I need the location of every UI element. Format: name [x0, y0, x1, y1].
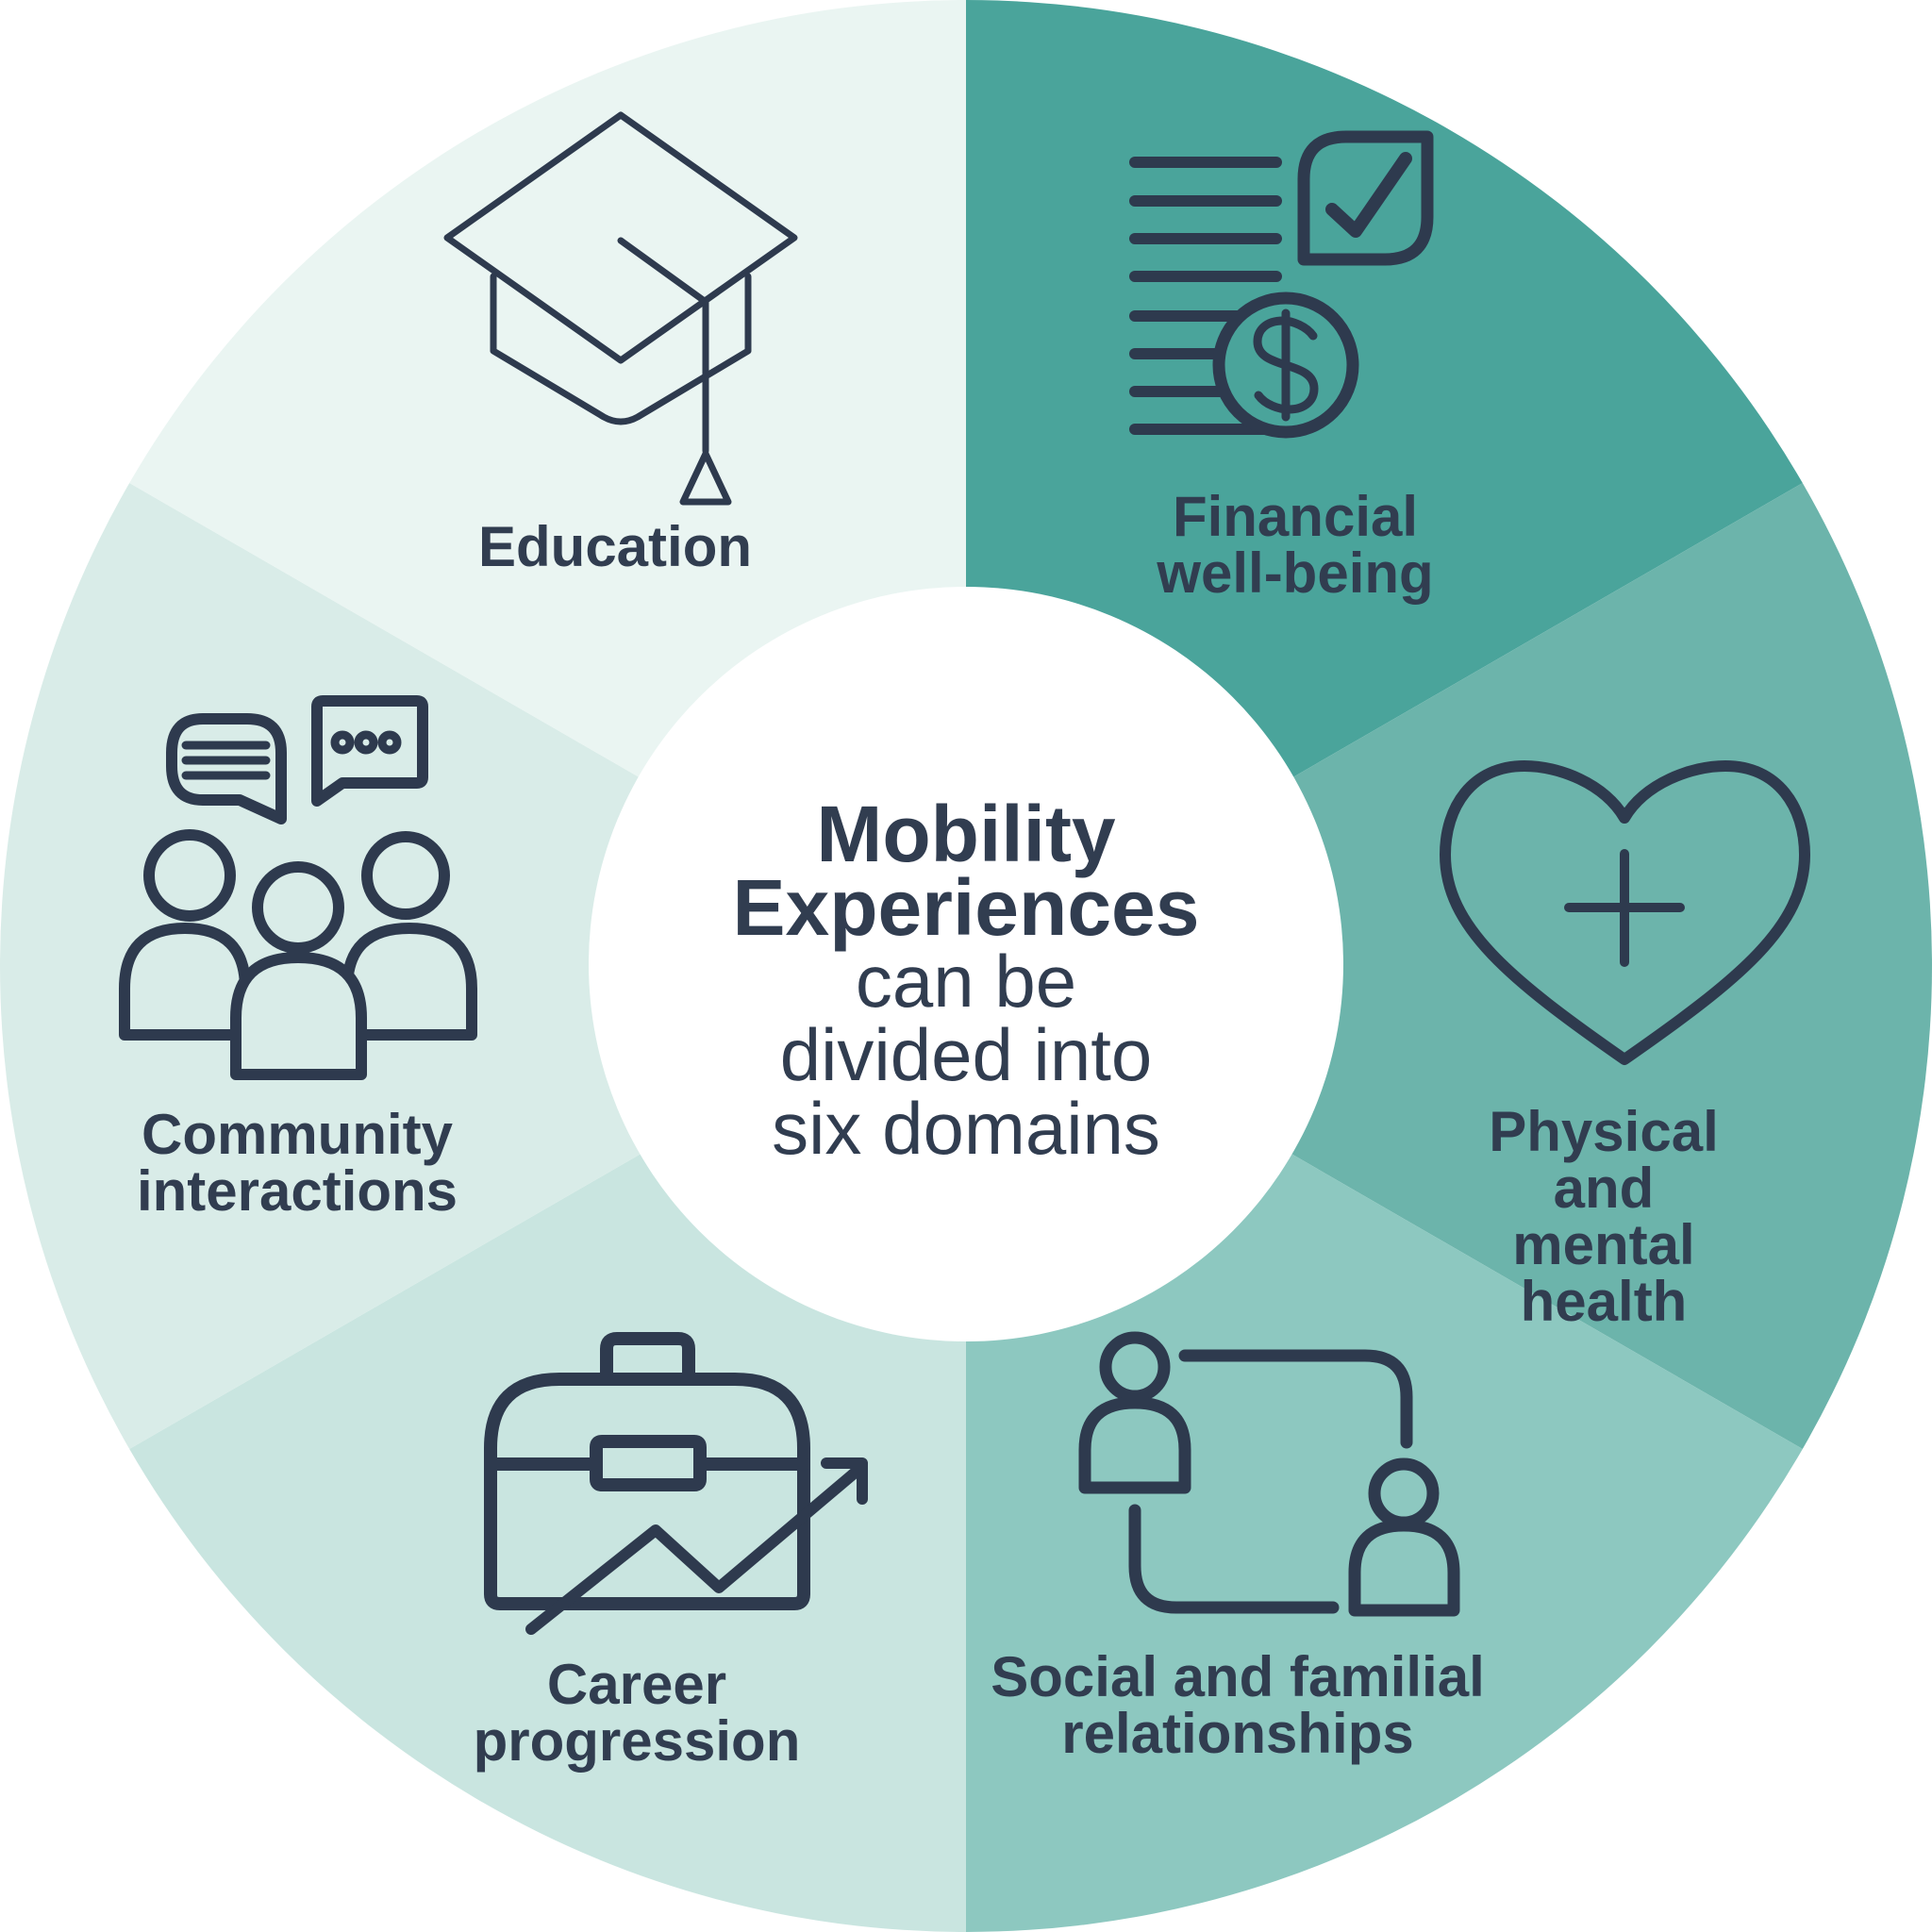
center-disc: [589, 587, 1343, 1341]
label-career-progression: Career progression: [473, 1653, 801, 1773]
label-physical-mental-health: Physical and mental health: [1489, 1100, 1719, 1333]
speech-bubbles-people-icon: [119, 695, 477, 1080]
briefcase-growth-icon: [484, 1332, 868, 1635]
label-education: Education: [477, 515, 753, 578]
sector-physical-mental-health: [966, 483, 1932, 1449]
label-community-interactions: Community interactions: [136, 1103, 458, 1223]
heart-plus-icon: [1440, 760, 1810, 1065]
people-exchange-icon: [1078, 1331, 1460, 1617]
headline-subtitle: can be divided into six domains: [772, 940, 1160, 1170]
label-social-familial-relationships: Social and familial relationships: [991, 1645, 1485, 1765]
center-headline: Mobility Experiences can be divided into…: [608, 790, 1324, 1170]
graduation-cap-icon: [443, 111, 798, 506]
checklist-dollar-icon: [1129, 130, 1434, 439]
headline-bold-line-1: Mobility: [816, 790, 1116, 878]
label-financial-well-being: Financial well-being: [1157, 485, 1434, 605]
headline-bold-line-2: Experiences: [732, 863, 1200, 952]
